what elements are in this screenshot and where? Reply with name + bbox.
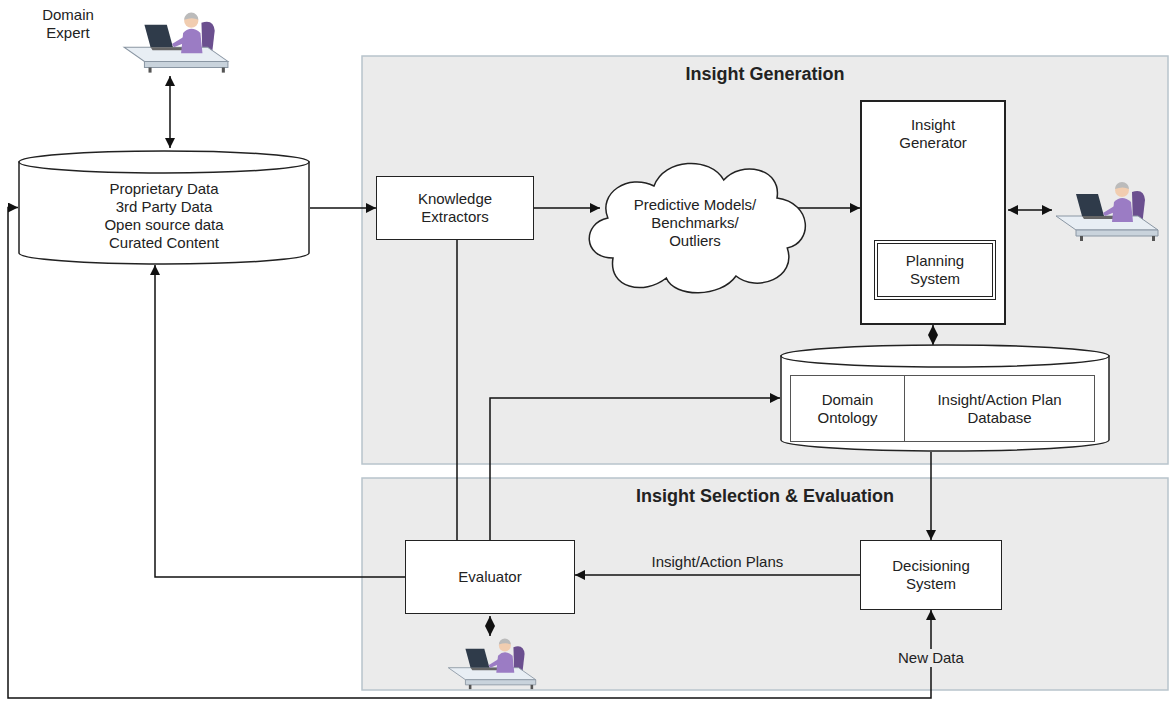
- cylinder-top: [781, 345, 1109, 367]
- node-text: Evaluator: [420, 568, 560, 586]
- connector-arrow: [932, 325, 934, 345]
- database-compartment: Insight/Action Plan Database: [905, 376, 1094, 441]
- cloud-shape: Predictive Models/ Benchmarks/ Outliers: [572, 148, 818, 298]
- data-store-cylinder: Proprietary Data 3rd Party Data Open sou…: [18, 150, 310, 265]
- section-band: Insight Selection & EvaluationEvaluator D…: [362, 478, 1168, 690]
- section-title: Insight Generation: [362, 64, 1168, 86]
- node-text: Domain Ontology: [800, 391, 895, 427]
- node-text: Knowledge Extractors: [395, 190, 515, 226]
- connector-arrow: [798, 207, 860, 209]
- cloud-path: [589, 163, 805, 292]
- connector-arrow: [490, 398, 780, 540]
- database-compartment: Domain Ontology: [791, 376, 905, 441]
- node-text: Insight Generator: [883, 116, 983, 152]
- connector-arrow: [534, 207, 600, 209]
- connector-arrow: [8, 208, 931, 699]
- section-band: Insight GenerationKnowledge Extractors Pr…: [362, 56, 1168, 464]
- band-panel: [362, 56, 1168, 464]
- node-text: Planning System: [885, 252, 985, 288]
- cylinder-body: [781, 356, 1109, 451]
- connector-arrow: [155, 265, 405, 577]
- process-box: Planning System: [874, 240, 996, 300]
- process-box: Evaluator: [405, 540, 575, 614]
- person-icon: [448, 639, 535, 690]
- process-box: Knowledge Extractors: [376, 176, 534, 240]
- cylinder-body: [19, 162, 309, 264]
- database-cylinder: Domain Ontology Insight/Action Plan Datab…: [780, 344, 1110, 452]
- expert-link: [489, 616, 491, 636]
- expert-link: [169, 76, 171, 148]
- process-box: Decisioning System: [860, 540, 1002, 610]
- role-label: Domain Expert: [30, 6, 106, 42]
- connector-arrow: [575, 574, 860, 576]
- expert-link: [1008, 209, 1052, 211]
- process-box: Insight GeneratorPlanning System: [860, 100, 1006, 325]
- connector-arrow: [456, 240, 458, 540]
- section-title: Insight Selection & Evaluation: [362, 486, 1168, 508]
- person-icon: [1056, 182, 1158, 241]
- node-text: Insight/Action Plan Database: [915, 391, 1085, 427]
- edge-label: New Data: [895, 649, 967, 667]
- connector-arrow: [310, 207, 376, 209]
- band-panel: [362, 478, 1168, 690]
- connector-arrow: [930, 452, 932, 540]
- cylinder-top: [19, 151, 309, 173]
- database-panel: Domain Ontology Insight/Action Plan Datab…: [790, 375, 1095, 442]
- node-text: Proprietary Data 3rd Party Data Open sou…: [102, 180, 227, 252]
- person-icon: [124, 13, 228, 73]
- node-text: Decisioning System: [876, 557, 986, 593]
- edge-label: Insight/Action Plans: [649, 553, 787, 571]
- node-text: Predictive Models/ Benchmarks/ Outliers: [625, 196, 765, 250]
